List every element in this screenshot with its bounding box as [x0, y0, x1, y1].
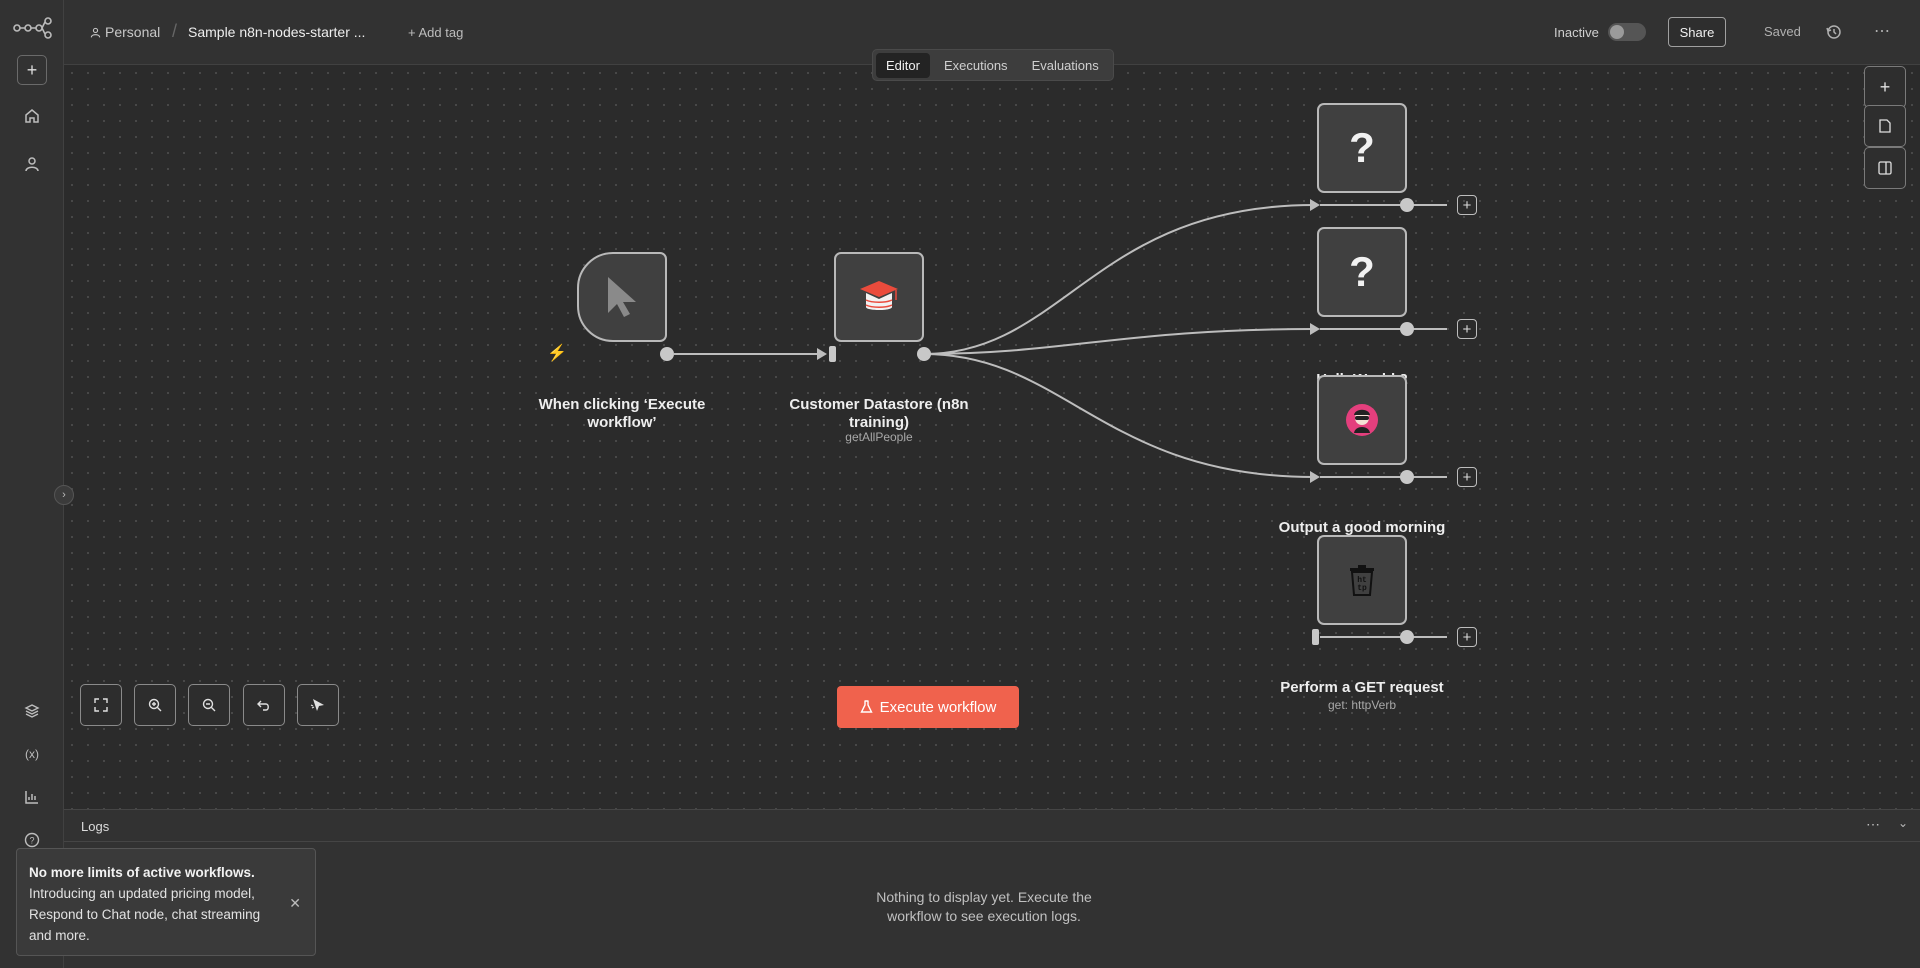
get-request-add-node-button[interactable]: +	[1457, 627, 1477, 647]
get-request-input-handle[interactable]	[1312, 629, 1319, 645]
sticky-note-button[interactable]	[1864, 105, 1906, 147]
n8n-logo-icon[interactable]	[12, 16, 52, 40]
plus-icon: +	[1879, 76, 1891, 97]
undo-button[interactable]	[243, 684, 285, 726]
tab-evaluations[interactable]: Evaluations	[1031, 57, 1099, 73]
help-icon[interactable]: ?	[20, 828, 44, 852]
left-sidebar: + (x) ?	[0, 0, 64, 968]
chevron-right-icon: ›	[62, 489, 66, 501]
trigger-bolt-icon: ⚡	[547, 345, 567, 362]
more-options-icon[interactable]: ⋯	[1874, 23, 1890, 40]
add-tag-button[interactable]: + Add tag	[408, 25, 464, 40]
fit-view-button[interactable]	[80, 684, 122, 726]
add-node-button[interactable]: +	[1864, 66, 1906, 108]
hello-world-output-handle[interactable]	[1400, 198, 1414, 212]
panel-icon	[1878, 161, 1892, 175]
http-trash-icon: ht tp	[1350, 565, 1374, 596]
add-button[interactable]: +	[17, 55, 47, 85]
good-morning-add-node-button[interactable]: +	[1457, 467, 1477, 487]
fit-view-icon	[94, 698, 108, 712]
chevron-down-icon[interactable]: ⌄	[1897, 816, 1908, 830]
flask-icon	[860, 700, 873, 713]
plus-icon: +	[26, 59, 38, 80]
insights-icon[interactable]	[20, 785, 44, 809]
workflow-canvas[interactable]: ⚡ When clicking ‘Execute workflow’ Custo…	[64, 65, 1920, 809]
user-icon[interactable]	[20, 152, 44, 176]
variables-icon[interactable]: (x)	[25, 747, 39, 761]
zoom-in-icon	[148, 698, 162, 712]
question-icon: ?	[1349, 124, 1375, 171]
clean-up-button[interactable]	[297, 684, 339, 726]
panel-toggle-button[interactable]	[1864, 147, 1906, 189]
trigger-output-handle[interactable]	[660, 347, 674, 361]
execute-workflow-button[interactable]: Execute workflow	[837, 686, 1019, 728]
node-get-request-subtitle: get: httpVerb	[1327, 698, 1397, 712]
connection-datastore-hello-world	[923, 204, 1315, 355]
sticky-note-icon	[1879, 119, 1891, 133]
zoom-out-button[interactable]	[188, 684, 230, 726]
svg-text:tp: tp	[1357, 584, 1367, 593]
save-state: Saved	[1764, 24, 1801, 39]
breadcrumb-project-label: Personal	[105, 24, 161, 40]
logs-empty-message: Nothing to display yet. Execute the work…	[876, 889, 1092, 924]
logs-title: Logs	[81, 819, 110, 834]
node-trigger-label: When clicking ‘Execute workflow’	[538, 396, 706, 431]
toast-body: Introducing an updated pricing model, Re…	[29, 886, 261, 943]
zoom-out-icon	[202, 698, 216, 712]
status-label: Inactive	[1554, 25, 1599, 40]
svg-text:ht: ht	[1357, 576, 1367, 585]
share-button[interactable]: Share	[1668, 17, 1726, 47]
graduation-cap-icon	[860, 281, 898, 310]
incognito-avatar-icon	[1346, 404, 1378, 436]
tab-editor[interactable]: Editor	[876, 52, 930, 78]
good-morning-output-handle[interactable]	[1400, 470, 1414, 484]
workflow-title[interactable]: Sample n8n-nodes-starter ...	[188, 24, 366, 40]
templates-icon[interactable]	[20, 699, 44, 723]
connections	[674, 199, 1447, 638]
node-datastore-label: Customer Datastore (n8n training)	[789, 396, 969, 431]
node-trigger[interactable]	[577, 252, 667, 342]
history-icon[interactable]	[1824, 22, 1844, 42]
zoom-in-button[interactable]	[134, 684, 176, 726]
breadcrumb-project[interactable]: Personal	[90, 24, 160, 40]
datastore-output-handle[interactable]	[917, 347, 931, 361]
connection-datastore-hello-world-2	[923, 328, 1315, 355]
node-datastore[interactable]	[834, 252, 924, 342]
svg-text:?: ?	[29, 836, 34, 846]
logs-more-icon[interactable]: ⋯	[1866, 816, 1880, 832]
datastore-input-handle[interactable]	[829, 346, 836, 362]
announcement-toast: No more limits of active workflows. Intr…	[16, 848, 316, 956]
undo-icon	[257, 700, 269, 711]
clean-up-icon	[310, 699, 324, 711]
tab-executions[interactable]: Executions	[943, 57, 1008, 73]
sidebar-expand-button[interactable]: ›	[54, 485, 74, 505]
hello-world-add-node-button[interactable]: +	[1457, 195, 1477, 215]
node-hello-world-2[interactable]: ?	[1317, 227, 1407, 317]
active-toggle[interactable]	[1608, 23, 1646, 41]
get-request-output-handle[interactable]	[1400, 630, 1414, 644]
question-icon: ?	[1349, 248, 1375, 295]
node-datastore-subtitle: getAllPeople	[845, 430, 913, 444]
close-icon[interactable]: ✕	[289, 895, 301, 911]
toast-title: No more limits of active workflows.	[29, 865, 255, 880]
view-tabs: Editor Executions Evaluations	[872, 49, 1114, 81]
top-bar: Personal / Sample n8n-nodes-starter ... …	[64, 0, 1920, 65]
cursor-icon	[608, 277, 636, 317]
hello-world-2-output-handle[interactable]	[1400, 322, 1414, 336]
user-icon	[90, 27, 101, 37]
logs-header[interactable]: Logs ⋯ ⌄	[64, 810, 1920, 842]
logs-panel: Logs ⋯ ⌄ Nothing to display yet. Execute…	[64, 809, 1920, 968]
home-icon[interactable]	[20, 104, 44, 128]
node-hello-world[interactable]: ?	[1317, 103, 1407, 193]
node-get-request[interactable]: ht tp	[1317, 535, 1407, 625]
output-stubs	[1320, 204, 1447, 638]
connection-datastore-good-morning	[923, 353, 1315, 478]
breadcrumb-separator: /	[172, 21, 178, 41]
hello-world-2-add-node-button[interactable]: +	[1457, 319, 1477, 339]
execute-workflow-label: Execute workflow	[879, 698, 997, 716]
node-good-morning[interactable]	[1317, 375, 1407, 465]
node-get-request-label: Perform a GET request	[1280, 679, 1444, 696]
